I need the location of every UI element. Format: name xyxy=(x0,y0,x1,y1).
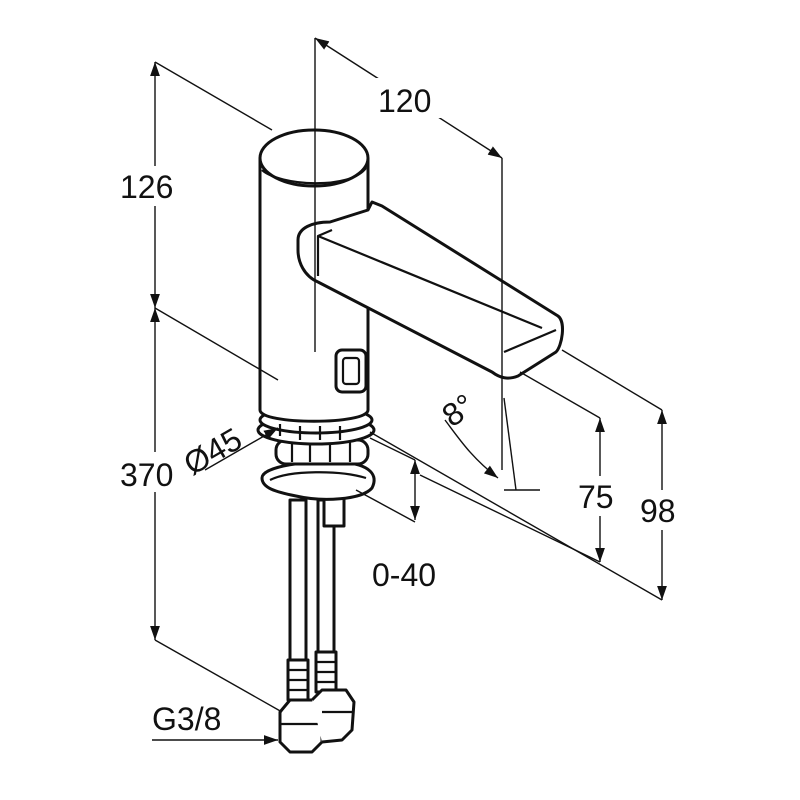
angle-arc xyxy=(444,419,499,479)
label-angle: 8° xyxy=(435,387,481,434)
mounting-nut xyxy=(256,405,376,528)
label-370: 370 xyxy=(120,457,173,493)
sensor-window xyxy=(334,348,368,394)
label-thread: G3/8 xyxy=(152,701,221,737)
supply-hoses xyxy=(286,498,338,702)
faucet-illustration xyxy=(256,128,564,754)
label-adjust: 0-40 xyxy=(372,557,436,593)
label-120: 120 xyxy=(378,83,431,119)
label-75: 75 xyxy=(578,479,614,515)
label-98: 98 xyxy=(640,493,676,529)
dim-line-diameter xyxy=(204,427,279,471)
faucet-spout xyxy=(296,200,564,380)
hose-connectors xyxy=(278,688,356,754)
label-126: 126 xyxy=(120,169,173,205)
dimension-labels: 120 126 370 Ø45 8° 0-40 75 98 G3/8 xyxy=(114,78,688,737)
dimension-lines xyxy=(150,37,667,745)
